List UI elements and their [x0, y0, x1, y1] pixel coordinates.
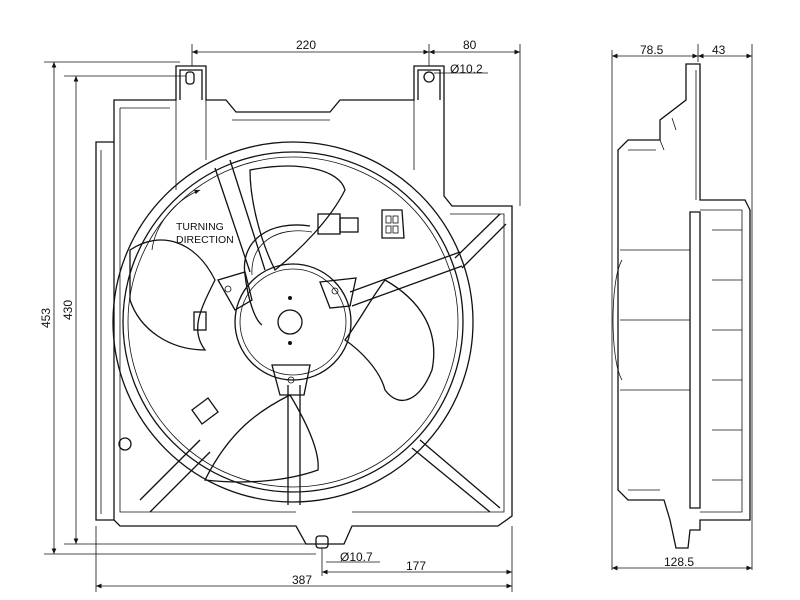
dim-depth-rear: 43 — [698, 43, 753, 570]
dim-80-label: 80 — [463, 38, 477, 52]
dim-offset-upper: 80 — [429, 38, 520, 55]
dim-depth-front: 78.5 — [611, 43, 699, 570]
dim-width-upper: 220 — [191, 38, 521, 206]
dim-387-label: 387 — [292, 573, 312, 587]
dim-430-label: 430 — [61, 300, 75, 320]
annotation-line2: DIRECTION — [176, 234, 234, 246]
dim-78-5-label: 78.5 — [640, 43, 664, 57]
side-view: 78.5 43 128.5 — [611, 43, 753, 571]
dim-height-total: 453 — [39, 61, 316, 555]
drain-hole — [118, 437, 132, 451]
turning-direction-annotation: TURNING DIRECTION — [151, 189, 234, 251]
dim-43-label: 43 — [712, 43, 726, 57]
front-view: TURNING DIRECTION 220 80 Ø10.2 453 — [39, 38, 521, 592]
dim-depth-total: 128.5 — [612, 555, 752, 571]
dim-hole-upper: Ø10.2 — [434, 62, 488, 76]
dim-hole-lower-label: Ø10.7 — [340, 550, 373, 564]
mounting-lug-upper-left — [179, 69, 203, 100]
dim-hole-lower: Ø10.7 — [321, 548, 380, 576]
turning-direction-arrow — [151, 189, 201, 251]
dim-hole-upper-label: Ø10.2 — [450, 62, 483, 76]
fan-ring-inner — [122, 151, 464, 493]
dim-453-label: 453 — [39, 308, 53, 328]
wire-connector — [317, 209, 405, 239]
wire-harness — [243, 224, 311, 326]
dim-width-total: 387 — [95, 526, 512, 592]
fan-ring-outer — [112, 141, 474, 503]
dim-220-label: 220 — [296, 38, 316, 52]
side-shroud-outline — [617, 63, 751, 549]
dim-offset-lower: 177 — [322, 526, 513, 592]
motor-housing — [234, 263, 352, 381]
fan-blades — [129, 165, 435, 483]
dim-128-5-label: 128.5 — [664, 555, 694, 569]
annotation-line1: TURNING — [176, 221, 224, 233]
motor-shaft — [277, 309, 303, 335]
dim-177-label: 177 — [406, 559, 426, 573]
mounting-lug-bottom — [315, 535, 329, 549]
mounting-lug-upper-right — [417, 69, 441, 100]
shroud-left-flange — [95, 141, 114, 521]
dim-height-shroud: 430 — [61, 75, 306, 545]
